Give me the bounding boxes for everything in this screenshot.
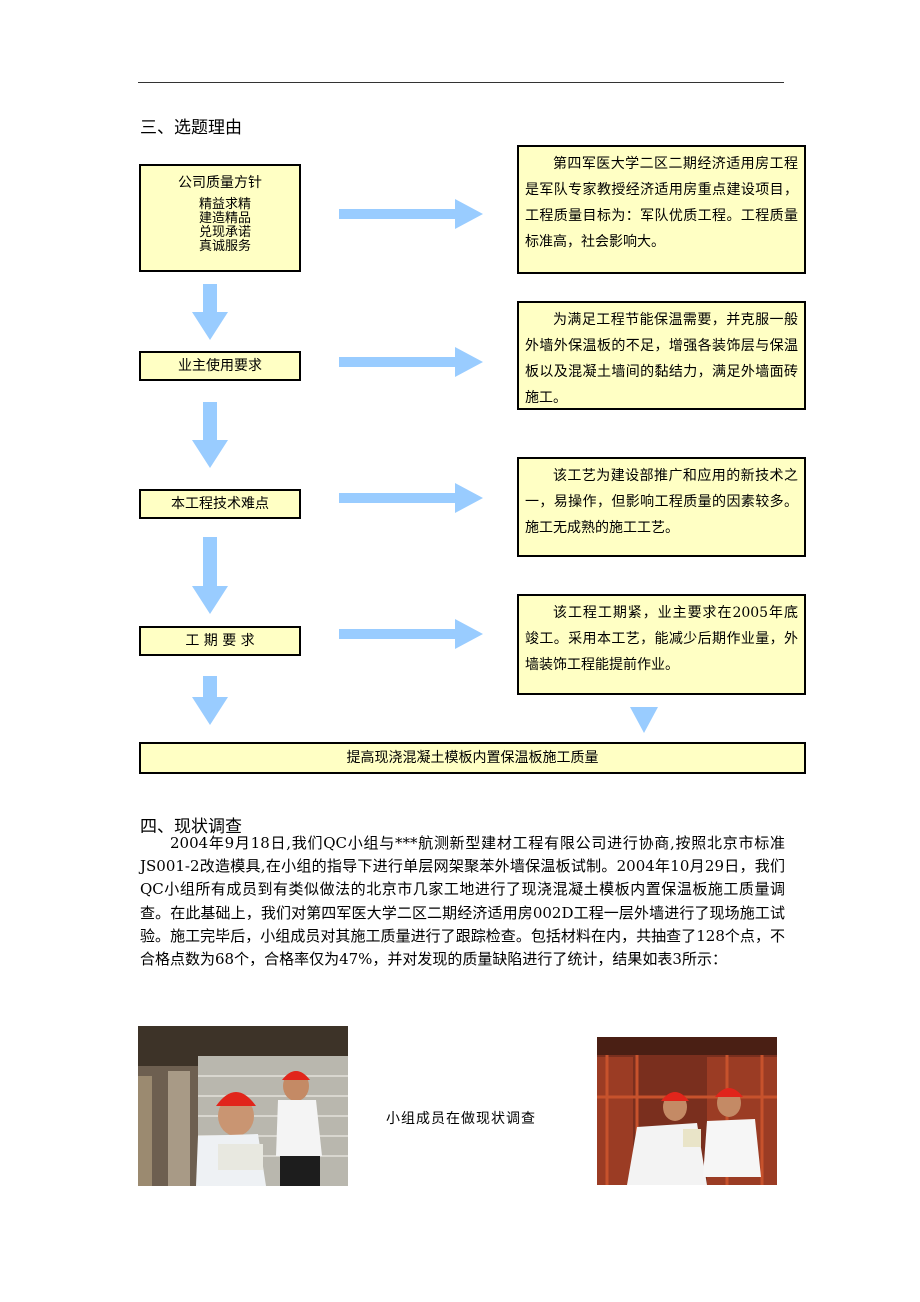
policy-title: 公司质量方针	[178, 175, 262, 191]
down-arrow-icon	[192, 537, 228, 614]
header-rule	[138, 82, 784, 83]
owner-requirement-box: 业主使用要求	[139, 351, 301, 381]
reason-box-3: 该工艺为建设部推广和应用的新技术之一，易操作，但影响工程质量的因素较多。施工无成…	[517, 457, 806, 557]
section-4-paragraph: 2004年9月18日,我们QC小组与***航测新型建材工程有限公司进行协商,按照…	[140, 834, 785, 969]
policy-item: 真诚服务	[199, 239, 252, 254]
policy-item: 建造精品	[199, 211, 252, 226]
survey-photo-right	[597, 1037, 777, 1185]
right-arrow-icon	[339, 619, 483, 649]
schedule-box: 工 期 要 求	[139, 626, 301, 656]
policy-box: 公司质量方针 精益求精 建造精品 兑现承诺 真诚服务	[139, 164, 301, 272]
reason-box-4: 该工程工期紧，业主要求在2005年底竣工。采用本工艺，能减少后期作业量，外墙装饰…	[517, 594, 806, 695]
policy-list: 精益求精 建造精品 兑现承诺 真诚服务	[199, 198, 299, 254]
tech-difficulty-box: 本工程技术难点	[139, 489, 301, 519]
down-arrow-icon	[630, 707, 658, 733]
reason-box-2: 为满足工程节能保温需要，并克服一般外墙外保温板的不足，增强各装饰层与保温板以及混…	[517, 301, 806, 410]
reason-box-1: 第四军医大学二区二期经济适用房工程是军队专家教授经济适用房重点建设项目，工程质量…	[517, 145, 806, 274]
photo-caption: 小组成员在做现状调查	[386, 1111, 536, 1127]
down-arrow-icon	[192, 402, 228, 468]
down-arrow-icon	[192, 284, 228, 340]
policy-item: 精益求精	[199, 197, 252, 212]
survey-photo-left	[138, 1026, 348, 1186]
right-arrow-icon	[339, 199, 483, 229]
conclusion-box: 提高现浇混凝土模板内置保温板施工质量	[139, 742, 806, 774]
right-arrow-icon	[339, 347, 483, 377]
section-4-title: 四、现状调查	[140, 817, 242, 837]
flow-arrows	[192, 199, 658, 733]
policy-item: 兑现承诺	[199, 225, 252, 240]
right-arrow-icon	[339, 483, 483, 513]
down-arrow-icon	[192, 676, 228, 725]
section-3-title: 三、选题理由	[140, 118, 242, 138]
